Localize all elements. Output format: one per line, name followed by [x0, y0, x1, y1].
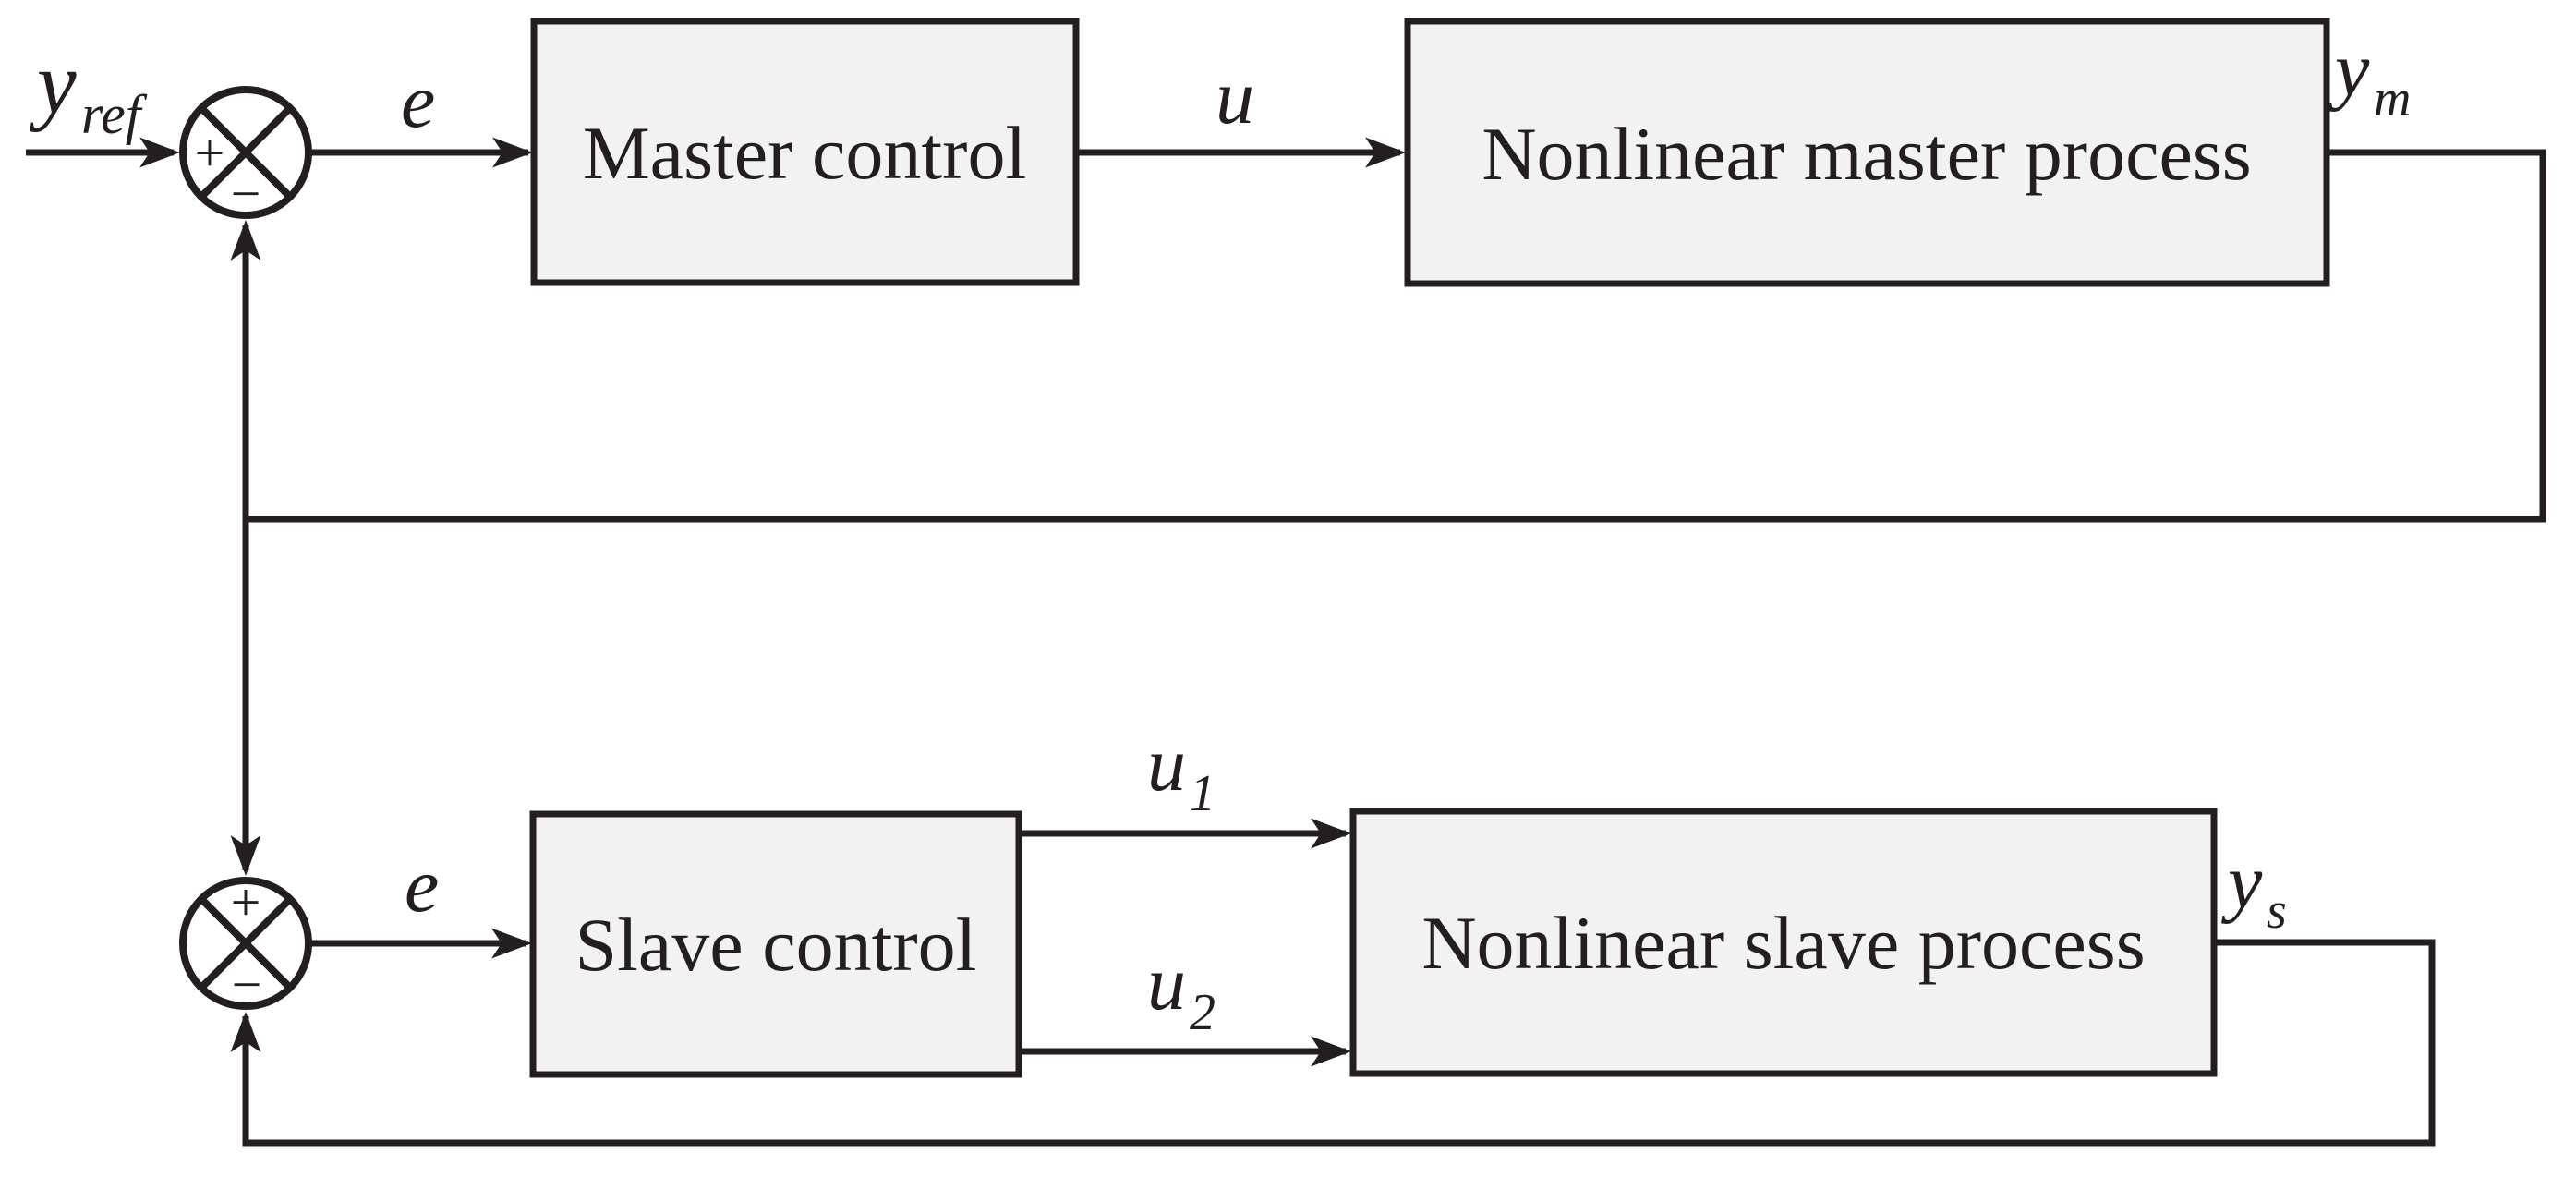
slave-control-output-1-label: u	[1147, 722, 1186, 808]
slave-control-label: Slave control	[575, 903, 977, 987]
slave-process-output-label: y	[2220, 839, 2263, 925]
slave-process-box	[1349, 808, 2218, 1077]
slave-control-output-1-subscript: 1	[1190, 765, 1215, 822]
slave-process-label: Nonlinear slave process	[1421, 901, 2145, 985]
master-process-box	[1404, 18, 2330, 287]
slave-process-output-subscript: s	[2267, 882, 2287, 940]
signal-labels: y ref e u y m e u 1 u 2 y s	[29, 27, 2411, 1041]
master-process-label: Nonlinear master process	[1482, 112, 2251, 196]
slave-junction-minus-sign: −	[232, 954, 262, 1014]
master-control-output-label: u	[1215, 55, 1254, 140]
master-junction-minus-sign: −	[231, 164, 261, 224]
slave-control-block: Slave control	[529, 810, 1022, 1078]
master-summing-junction: + −	[179, 86, 312, 224]
slave-junction-cross-line-2	[199, 896, 293, 990]
wires	[26, 149, 2546, 1147]
slave-error-label: e	[405, 843, 439, 929]
slave-control-box	[529, 810, 1022, 1078]
master-control-box	[530, 18, 1080, 286]
master-process-output-label: y	[2328, 27, 2370, 113]
slave-summing-junction: + −	[179, 872, 312, 1014]
slave-feedback-wire	[242, 939, 2436, 1147]
slave-process-block: Nonlinear slave process	[1349, 808, 2218, 1077]
slave-control-output-2-subscript: 2	[1190, 984, 1215, 1041]
master-process-block: Nonlinear master process	[1404, 18, 2330, 287]
master-process-output-subscript: m	[2374, 70, 2411, 128]
reference-signal-label: y	[29, 33, 77, 132]
slave-junction-plus-sign: +	[231, 872, 261, 932]
slave-control-output-2-label: u	[1147, 941, 1186, 1026]
master-control-label: Master control	[583, 111, 1026, 195]
master-junction-plus-sign: +	[195, 123, 225, 183]
master-control-block: Master control	[530, 18, 1080, 286]
master-error-label: e	[401, 58, 435, 144]
master-junction-cross-line-2	[199, 105, 293, 200]
reference-signal-subscript: ref	[81, 84, 148, 145]
master-feedback-wire	[246, 149, 2546, 523]
